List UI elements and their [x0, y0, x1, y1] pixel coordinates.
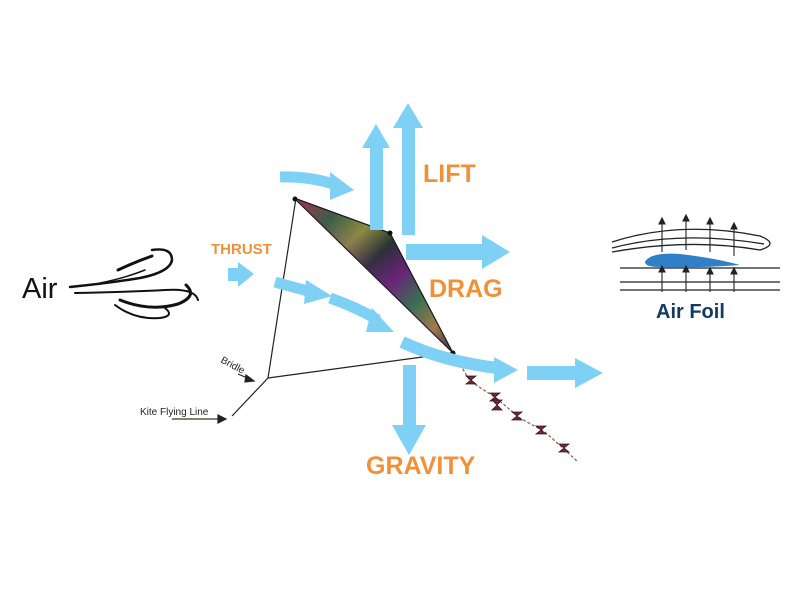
wind-swirl-icon	[68, 248, 199, 320]
tail-bow	[557, 443, 571, 453]
thrust-arrow-head	[238, 262, 254, 287]
tail-bow	[534, 425, 548, 435]
lift-arrow-tall	[393, 103, 423, 235]
bridle-label: Bridle	[219, 355, 247, 377]
airflow-arrows	[228, 171, 603, 388]
flow-arrow-exit-head	[575, 358, 603, 388]
lift-arrows	[362, 103, 423, 235]
label-pointers	[172, 373, 256, 424]
tail-bow	[510, 411, 524, 421]
lift-label: LIFT	[423, 160, 476, 188]
lift-arrow-short	[362, 124, 390, 230]
airfoil-label: Air Foil	[656, 301, 725, 323]
tail-bow	[491, 399, 503, 411]
kite-tail	[454, 355, 579, 463]
gravity-label: GRAVITY	[366, 452, 476, 480]
gravity-arrow	[392, 365, 426, 455]
flow-arrow-under-kite	[399, 336, 499, 374]
tail-bow	[488, 392, 502, 402]
flow-arrow-exit-stem	[527, 366, 577, 380]
air-label: Air	[22, 273, 58, 305]
kite-flying-line-label: Kite Flying Line	[140, 407, 209, 418]
airfoil-icon	[611, 213, 780, 292]
drag-label: DRAG	[429, 275, 503, 303]
drag-arrow	[406, 235, 510, 269]
flow-arrow-top	[279, 171, 338, 191]
flying-line	[231, 377, 269, 417]
thrust-label: THRUST	[211, 241, 272, 258]
thrust-arrow-stem	[228, 268, 240, 281]
bridle-line-rear	[267, 352, 453, 379]
tail-bow	[464, 375, 478, 385]
kite-sail-icon	[292, 196, 456, 356]
